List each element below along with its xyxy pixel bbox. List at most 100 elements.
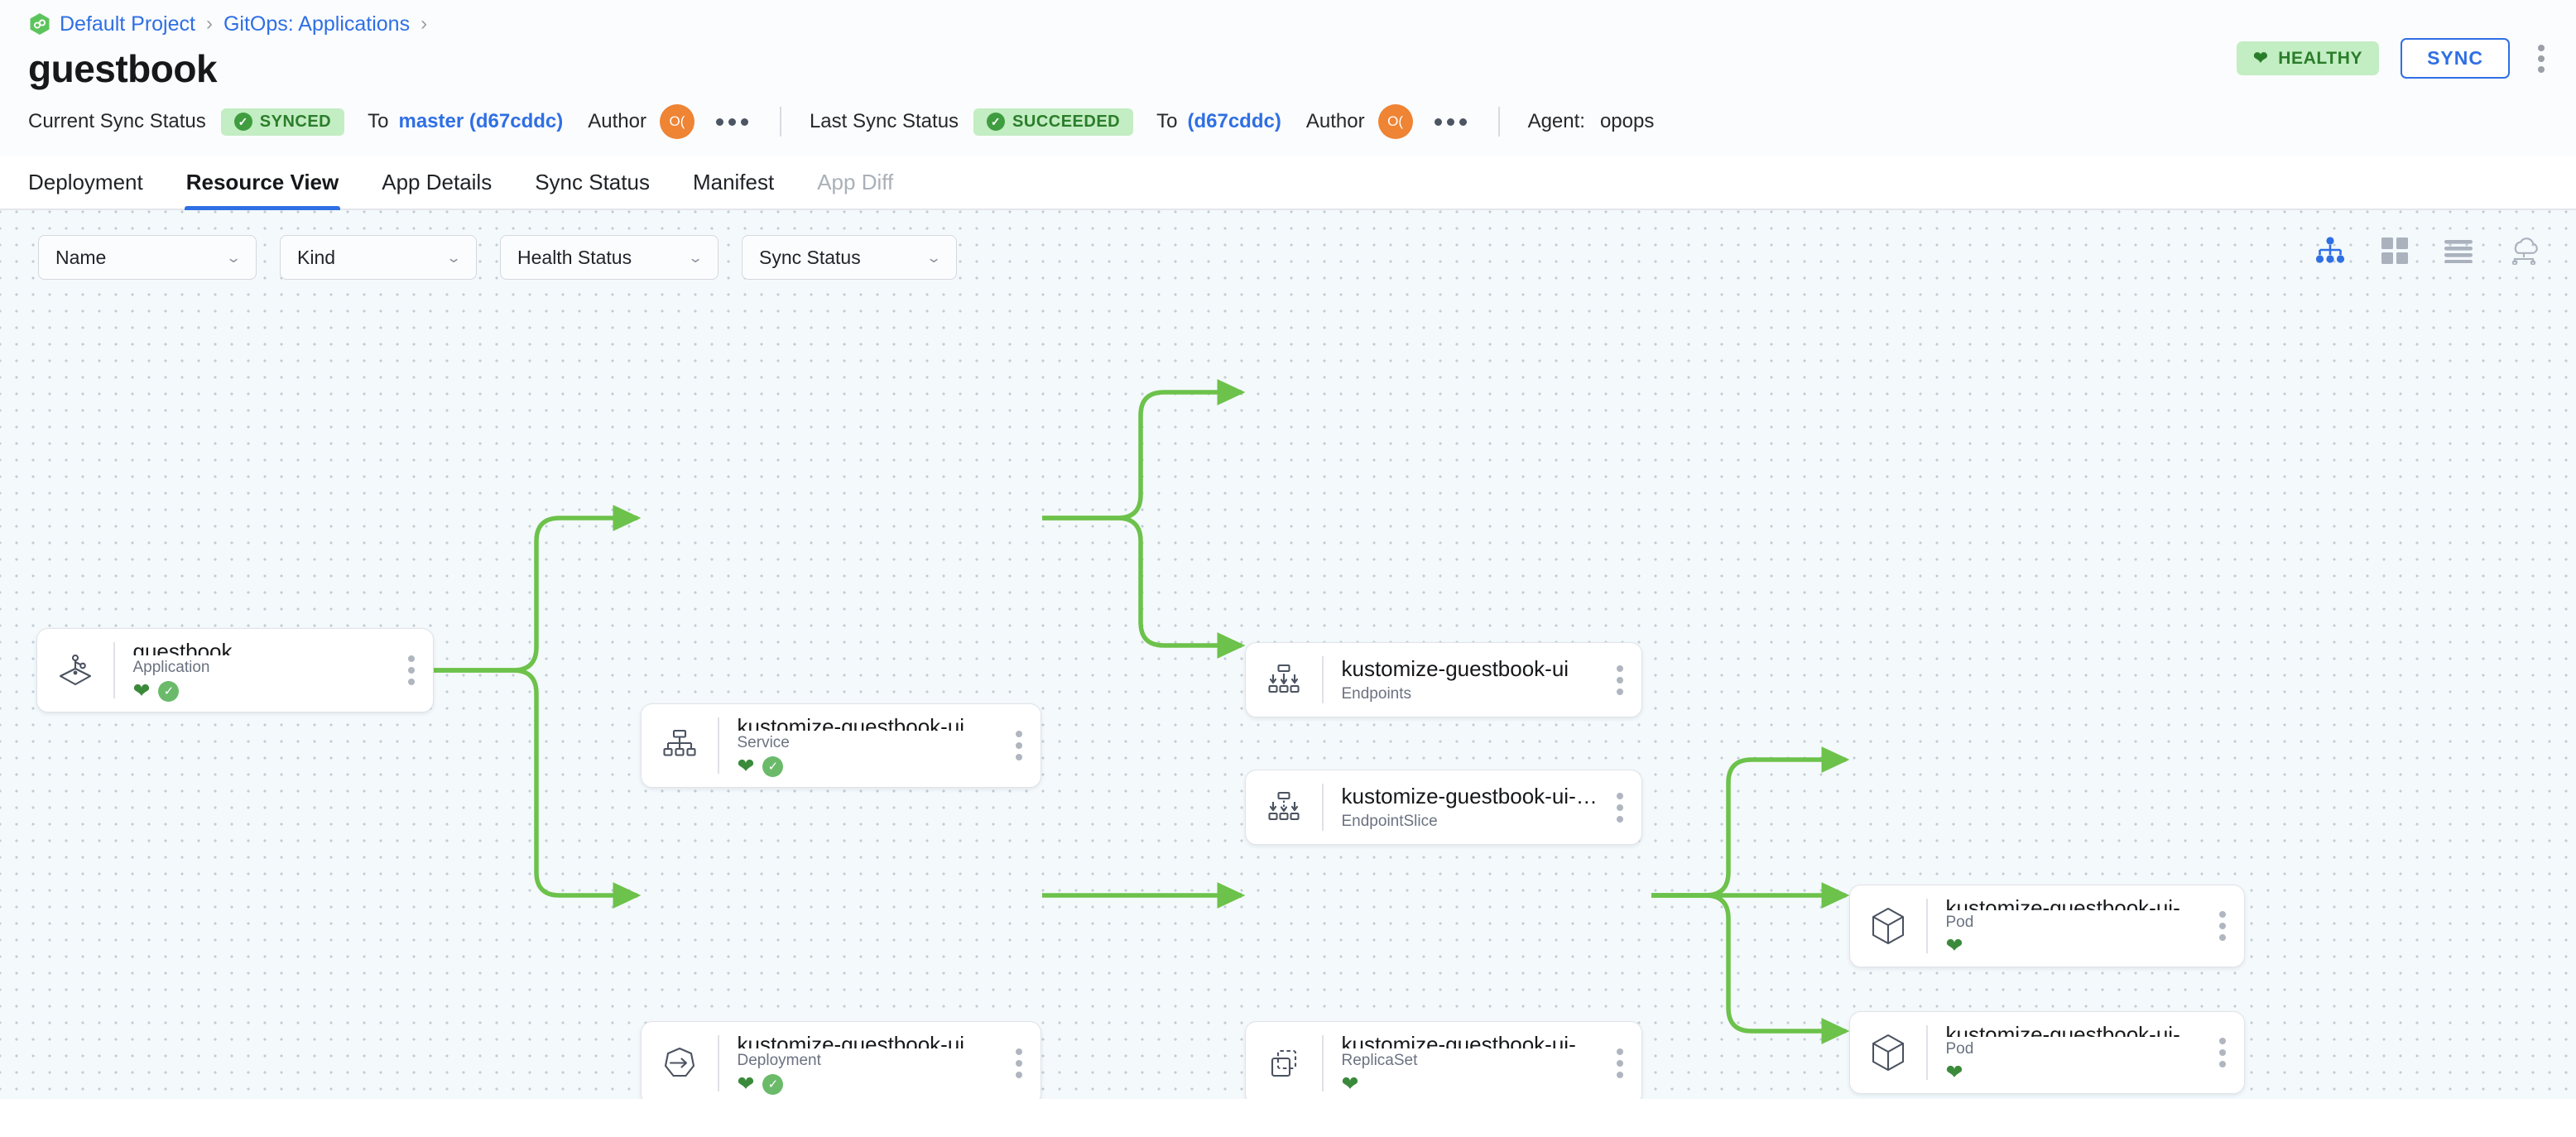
node-name: kustomize-guestbook-ui <box>737 715 965 732</box>
health-heart-icon: ❤ <box>737 1072 755 1096</box>
node-body: kustomize-guestbook-ui Endpoints <box>1324 643 1599 717</box>
pod-icon <box>1850 1012 1926 1093</box>
node-divider <box>1322 784 1324 831</box>
header-actions: ❤ HEALTHY SYNC <box>2237 38 2551 79</box>
last-more-icon[interactable] <box>1431 113 1470 131</box>
current-sync-status-value: SYNCED <box>259 112 332 131</box>
last-revision-link[interactable]: (d67cddc) <box>1187 110 1281 132</box>
status-divider <box>779 107 781 137</box>
node-badges: ❤ <box>1946 936 2202 957</box>
current-sync-status-label: Current Sync Status <box>28 110 206 132</box>
header-overflow-menu-icon[interactable] <box>2531 40 2551 78</box>
node-overflow-menu-icon[interactable] <box>1598 770 1641 844</box>
filter-kind-dropdown[interactable]: Kind ⌄ <box>280 235 477 280</box>
filter-sync-status-dropdown[interactable]: Sync Status ⌄ <box>742 235 957 280</box>
node-overflow-menu-icon[interactable] <box>2201 1012 2244 1093</box>
tab-app-diff: App Diff <box>817 170 894 194</box>
current-author-avatar[interactable]: O( <box>659 104 694 139</box>
graph-node-replicaset[interactable]: kustomize-guestbook-ui-… ReplicaSet ❤ <box>1245 1021 1642 1099</box>
graph-node-endpoints[interactable]: kustomize-guestbook-ui Endpoints <box>1245 642 1642 717</box>
filter-sync-status-label: Sync Status <box>759 246 861 268</box>
current-revision-link[interactable]: master (d67cddc) <box>398 110 564 132</box>
node-overflow-menu-icon[interactable] <box>2201 885 2244 967</box>
node-kind: ReplicaSet <box>1341 1052 1418 1070</box>
synced-check-icon: ✓ <box>762 756 784 777</box>
project-icon <box>28 12 51 36</box>
node-overflow-menu-icon[interactable] <box>997 1022 1040 1099</box>
deployment-icon <box>642 1022 718 1099</box>
grid-view-icon[interactable] <box>2381 237 2409 265</box>
node-name: kustomize-guestbook-ui-… <box>1341 1033 1598 1049</box>
node-name: kustomize-guestbook-ui <box>1341 657 1569 682</box>
heart-icon: ❤ <box>2253 49 2269 68</box>
health-heart-icon: ❤ <box>1341 1072 1359 1096</box>
node-overflow-menu-icon[interactable] <box>390 629 433 712</box>
breadcrumb-item-default-project[interactable]: Default Project <box>60 12 195 36</box>
filter-kind-label: Kind <box>297 246 336 268</box>
filter-name-dropdown[interactable]: Name ⌄ <box>38 235 257 280</box>
filter-health-status-dropdown[interactable]: Health Status ⌄ <box>500 235 718 280</box>
last-author-avatar[interactable]: O( <box>1377 104 1413 139</box>
health-heart-icon: ❤ <box>737 755 755 778</box>
node-name: kustomize-guestbook-ui-… <box>1945 896 2202 911</box>
node-name: guestbook <box>132 640 233 656</box>
agent-value: opops <box>1599 110 1655 132</box>
network-view-icon[interactable] <box>2508 237 2540 265</box>
current-author-label: Author <box>588 110 646 132</box>
graph-node-deployment[interactable]: kustomize-guestbook-ui Deployment ❤ ✓ <box>641 1021 1041 1099</box>
page-title: guestbook <box>28 47 218 90</box>
current-sync-status-badge: ✓ SYNCED <box>220 108 345 136</box>
node-overflow-menu-icon[interactable] <box>997 704 1040 787</box>
node-body: kustomize-guestbook-ui Deployment ❤ ✓ <box>719 1022 998 1099</box>
node-kind: Endpoints <box>1341 685 1412 703</box>
health-heart-icon: ❤ <box>1945 1061 1963 1084</box>
breadcrumb-item-gitops-applications[interactable]: GitOps: Applications <box>223 12 411 36</box>
node-badges: ❤ <box>1946 1063 2202 1083</box>
graph-node-pod[interactable]: kustomize-guestbook-ui-… Pod ❤ <box>1849 1011 2245 1094</box>
filter-name-label: Name <box>55 246 107 268</box>
resource-graph-canvas[interactable]: Name ⌄ Kind ⌄ Health Status ⌄ Sync Statu… <box>0 210 2576 1099</box>
check-circle-icon: ✓ <box>987 113 1006 131</box>
node-kind: Service <box>737 734 790 752</box>
sync-button[interactable]: SYNC <box>2401 38 2510 79</box>
view-toggle-group <box>2314 237 2540 265</box>
tab-sync-status[interactable]: Sync Status <box>535 170 650 194</box>
synced-check-icon: ✓ <box>158 681 180 702</box>
graph-node-endpointslice[interactable]: kustomize-guestbook-ui-… EndpointSlice <box>1245 770 1642 845</box>
graph-node-application[interactable]: guestbook Application ❤ ✓ <box>36 628 434 712</box>
node-kind: Pod <box>1945 914 1974 932</box>
tab-app-details[interactable]: App Details <box>382 170 493 194</box>
health-status-badge[interactable]: ❤ HEALTHY <box>2237 41 2380 75</box>
node-divider <box>1322 1035 1324 1091</box>
node-badges: ❤ ✓ <box>738 1074 998 1095</box>
health-heart-icon: ❤ <box>132 679 151 703</box>
status-divider <box>1497 107 1500 137</box>
breadcrumb: Default Project › GitOps: Applications › <box>28 0 2548 36</box>
breadcrumb-separator: › <box>205 12 213 35</box>
filter-row: Name ⌄ Kind ⌄ Health Status ⌄ Sync Statu… <box>38 235 957 280</box>
graph-node-pod[interactable]: kustomize-guestbook-ui-… Pod ❤ <box>1849 885 2245 967</box>
graph-node-service[interactable]: kustomize-guestbook-ui Service ❤ ✓ <box>641 703 1041 788</box>
node-divider <box>1926 1025 1928 1080</box>
replicaset-icon <box>1246 1022 1322 1099</box>
tab-deployment[interactable]: Deployment <box>28 170 143 194</box>
chevron-down-icon: ⌄ <box>445 249 462 266</box>
tree-view-icon[interactable] <box>2314 237 2346 265</box>
status-bar: Current Sync Status ✓ SYNCED To master (… <box>28 96 2548 156</box>
tab-manifest[interactable]: Manifest <box>692 170 775 194</box>
chevron-down-icon: ⌄ <box>925 249 942 266</box>
page-header: Default Project › GitOps: Applications ›… <box>0 0 2576 156</box>
node-divider <box>1926 899 1928 953</box>
node-overflow-menu-icon[interactable] <box>1598 1022 1641 1099</box>
node-body: kustomize-guestbook-ui-… Pod ❤ <box>1928 1012 2202 1093</box>
list-view-icon[interactable] <box>2444 238 2473 263</box>
tab-resource-view[interactable]: Resource View <box>184 170 340 210</box>
synced-check-icon: ✓ <box>762 1074 784 1095</box>
last-sync-status-label: Last Sync Status <box>809 110 959 132</box>
node-name: kustomize-guestbook-ui-… <box>1341 784 1598 809</box>
current-to-label: To <box>368 110 389 132</box>
node-overflow-menu-icon[interactable] <box>1598 643 1641 717</box>
node-divider <box>1322 656 1324 703</box>
current-more-icon[interactable] <box>713 113 752 131</box>
node-body: kustomize-guestbook-ui Service ❤ ✓ <box>719 704 998 787</box>
